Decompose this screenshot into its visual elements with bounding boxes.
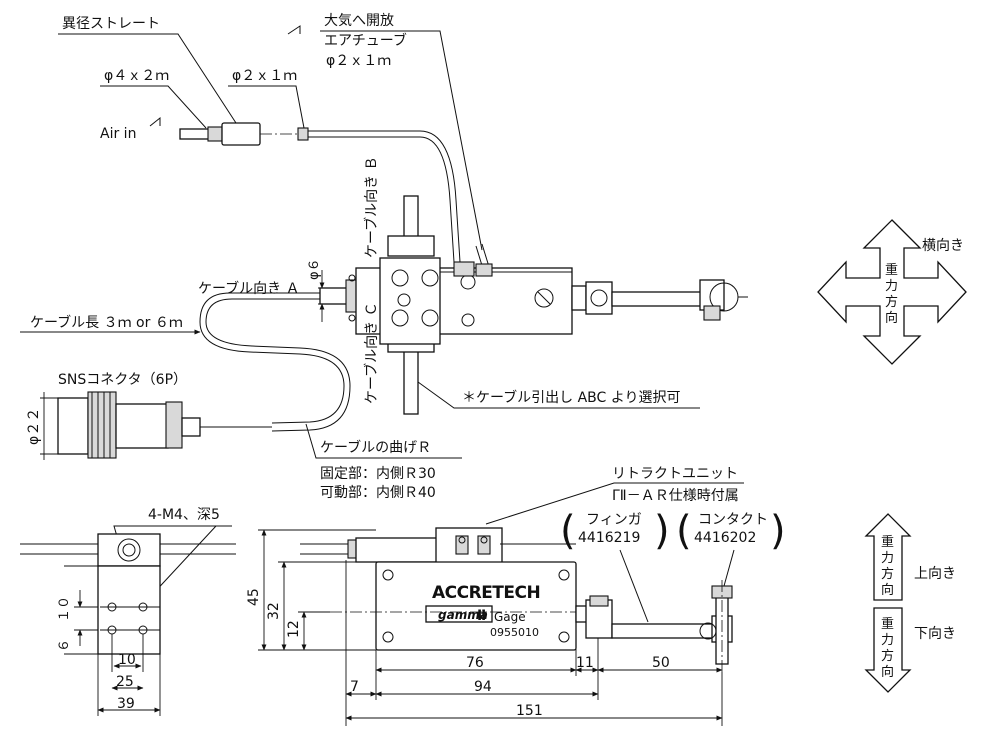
serial-number: 0955010 <box>490 626 539 639</box>
gamma-logo: gamma <box>438 608 488 622</box>
paren-close-contact: ) <box>770 508 786 554</box>
gravity-up-char-1: 重 <box>881 534 894 550</box>
brand-logo: ACCRETECH <box>432 583 540 603</box>
label-cable-dir-b: ケーブル向き Ｂ <box>363 156 380 258</box>
label-reducing-straight: 異径ストレート <box>62 16 160 32</box>
label-tube-4x2: φ４ｘ２ｍ <box>104 68 169 84</box>
dim-10-vertical: １０ <box>57 596 72 622</box>
gravity-horizontal: 横向き 重 力 方 向 <box>817 219 967 365</box>
dim-12: 12 <box>286 620 302 638</box>
label-phi22: φ２２ <box>26 408 42 445</box>
label-finger: フィンガ <box>586 512 642 528</box>
dim-76: 76 <box>466 655 484 671</box>
sns-connector: SNSコネクタ（6P） φ２２ <box>26 372 201 460</box>
label-sns-connector: SNSコネクタ（6P） <box>58 372 187 388</box>
cable-loop: ケーブル長 ３ｍ or ６ｍ <box>20 292 351 432</box>
label-contact-code: 4416202 <box>694 530 756 546</box>
gravity-up-char-3: 方 <box>881 566 894 582</box>
label-6: ６ <box>57 639 72 652</box>
label-fixed-part: 固定部：内側Ｒ30 <box>320 466 436 482</box>
gamma-roman: Ⅱ <box>477 608 486 624</box>
side-view: ACCRETECH gamma Ⅱ Gage 0955010 リトラクトユニット… <box>246 466 786 726</box>
gravity-upward: 重 力 方 向 上向き <box>864 513 956 601</box>
dim-50: 50 <box>652 655 670 671</box>
bend-note: ケーブルの曲げＲ 固定部：内側Ｒ30 可動部：内側Ｒ40 <box>305 423 462 501</box>
label-tube-2x1: φ２ｘ１ｍ <box>232 68 297 84</box>
dim-45: 45 <box>246 588 262 606</box>
paren-open-finger: ( <box>560 508 576 554</box>
gravity-down-char-3: 方 <box>881 648 894 664</box>
label-gamma-ar: ΓⅡ－ＡＲ仕様時付属 <box>612 488 739 504</box>
label-air-in: Air in <box>100 126 136 142</box>
dim-151: 151 <box>516 703 543 719</box>
label-cable-dir-a: ケーブル向き Ａ <box>198 280 300 297</box>
dim-10: 10 <box>118 652 136 668</box>
gravity-up-char-2: 力 <box>881 551 894 566</box>
gravity-char-3: 方 <box>885 294 898 310</box>
gravity-char-1: 重 <box>885 262 898 278</box>
gravity-down-char-1: 重 <box>881 616 894 632</box>
dim-11: 11 <box>576 655 594 671</box>
air-tube-assembly: 異径ストレート φ４ｘ２ｍ φ２ｘ１ｍ Air in 大気へ開放 エアチューブ … <box>58 13 491 273</box>
label-downward: 下向き <box>914 626 956 642</box>
label-air-tube-size: φ２ｘ１ｍ <box>326 53 391 69</box>
label-cable-select-note: ＊ケーブル引出し ABC より選択可 <box>462 389 681 406</box>
gravity-up-char-4: 向 <box>881 582 894 598</box>
dim-32: 32 <box>266 602 282 620</box>
dim-25: 25 <box>116 674 134 690</box>
gravity-char-2: 力 <box>885 279 898 294</box>
label-retract-unit: リトラクトユニット <box>612 466 738 482</box>
dim-94: 94 <box>474 679 492 695</box>
label-movable-part: 可動部：内側Ｒ40 <box>320 485 436 501</box>
label-air-tube: エアチューブ <box>324 32 407 49</box>
label-cable-length: ケーブル長 ３ｍ or ６ｍ <box>30 314 183 331</box>
dim-39: 39 <box>117 696 135 712</box>
gravity-down-char-4: 向 <box>881 664 894 680</box>
label-finger-code: 4416219 <box>578 530 640 546</box>
paren-open-contact: ( <box>676 508 692 554</box>
gravity-down-char-2: 力 <box>881 633 894 648</box>
end-view: 4-M4、深5 １０ ６ 10 25 39 <box>20 507 236 716</box>
label-cable-bend: ケーブルの曲げＲ <box>320 439 431 456</box>
top-view: φ６ ケーブル向き Ｂ ケーブル向き Ａ ケーブル向き Ｃ ＊ケーブル引出し A… <box>198 156 748 415</box>
paren-close-finger: ) <box>654 508 670 554</box>
label-upward: 上向き <box>914 566 956 582</box>
label-cable-dir-c: ケーブル向き Ｃ <box>363 302 380 404</box>
dim-7: 7 <box>350 679 359 695</box>
label-contact: コンタクト <box>698 512 768 528</box>
label-open-air: 大気へ開放 <box>324 13 394 29</box>
label-horizontal: 横向き <box>922 238 964 254</box>
label-m4-depth: 4-M4、深5 <box>148 507 220 523</box>
gravity-char-4: 向 <box>885 310 898 326</box>
gage-label: Gage <box>494 610 526 624</box>
gravity-downward: 重 力 方 向 下向き <box>864 607 956 693</box>
label-phi6: φ６ <box>307 258 322 280</box>
